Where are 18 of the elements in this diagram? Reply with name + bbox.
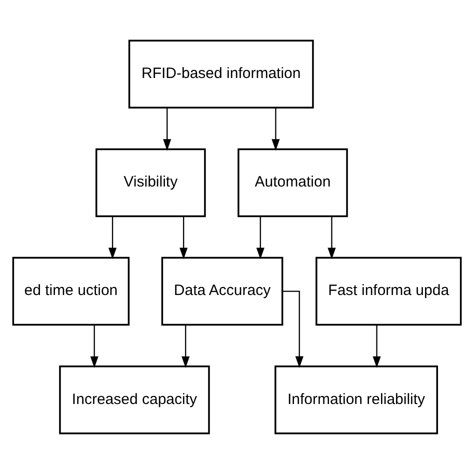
node-box: Automation [238,148,348,218]
arrow [282,290,304,368]
arrow [272,108,280,151]
arrow [180,216,188,260]
arrow [256,216,264,260]
arrow [90,325,98,368]
node-box: ed time uction [12,256,130,326]
arrow [182,325,190,368]
arrow [108,216,117,260]
node-box: RFID-based information [128,40,314,108]
node-box: Fast informa upda [316,256,462,326]
arrow [372,325,381,368]
arrow [163,108,172,151]
node-box: Visibility [96,148,206,218]
node-box: Data Accuracy [161,256,284,326]
arrow [328,216,336,260]
node-box: Increased capacity [59,366,210,434]
node-box: Information reliability [274,366,438,434]
